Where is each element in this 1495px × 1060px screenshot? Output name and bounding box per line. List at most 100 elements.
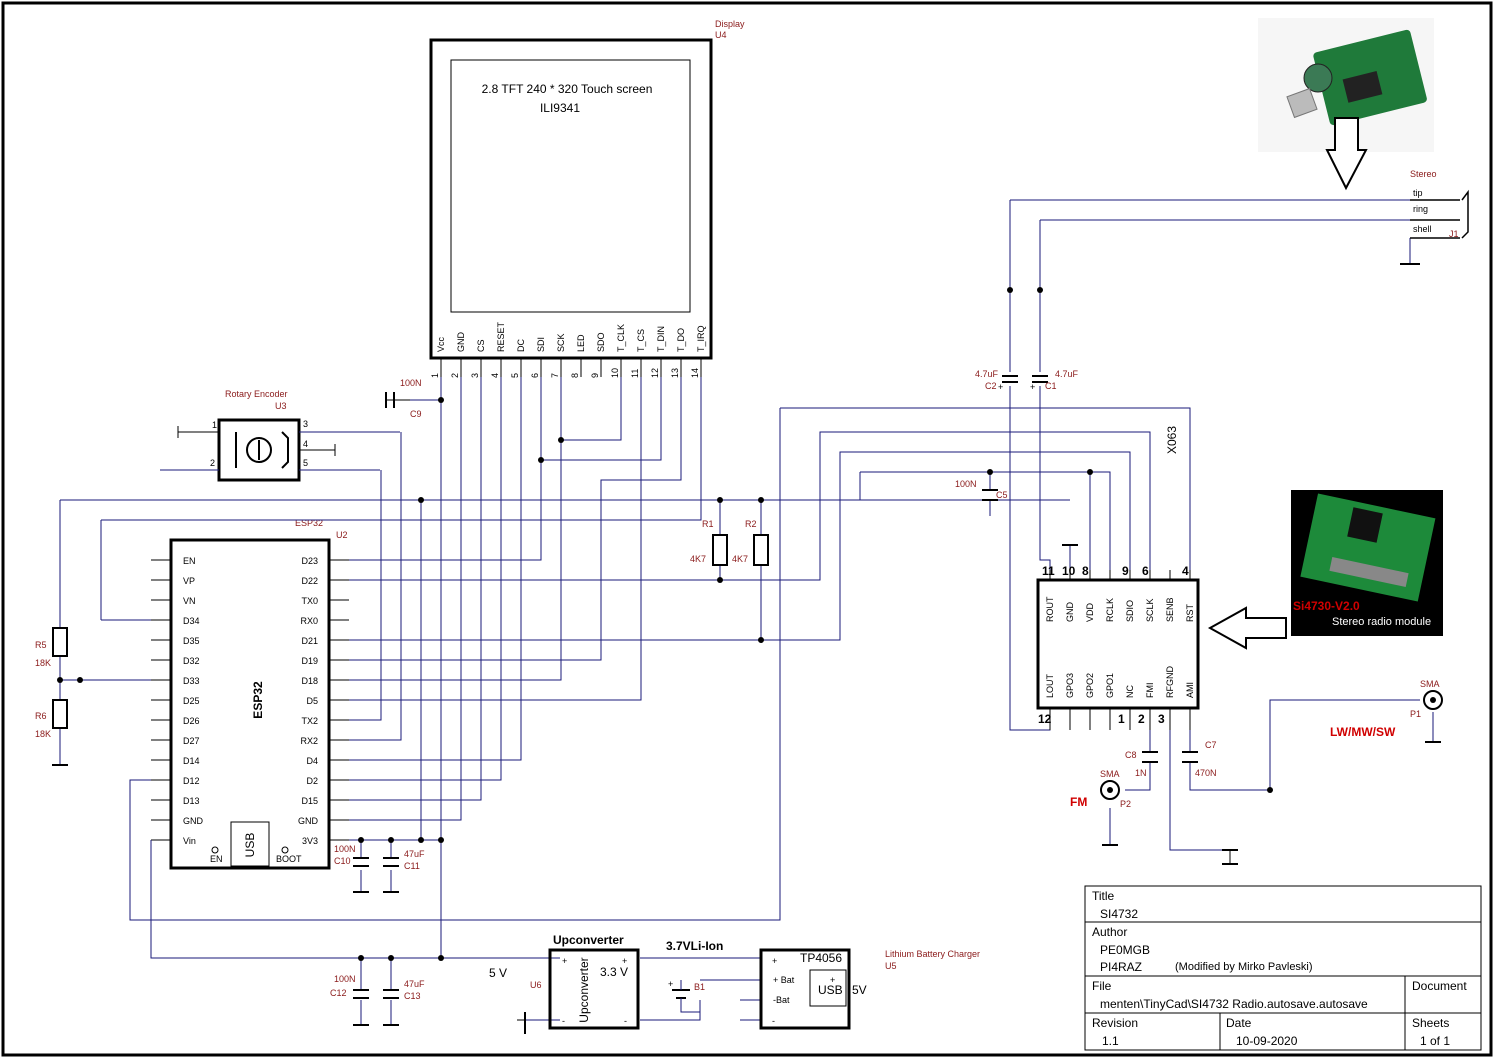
esp32-left-pin: VP xyxy=(183,576,195,586)
p2-name: SMA xyxy=(1100,769,1120,779)
c12-value: 100N xyxy=(334,974,356,984)
radio-bottom-pin-label: FMI xyxy=(1145,683,1155,699)
c10-ref: C10 xyxy=(334,856,351,866)
tb-file-heading: File xyxy=(1092,979,1112,993)
esp32-right-pin: D4 xyxy=(306,756,318,766)
r5-resistor xyxy=(52,627,68,657)
upconverter-vout: 3.3 V xyxy=(600,965,628,979)
r2-value: 4K7 xyxy=(732,554,748,564)
tb-author-2: PI4RAZ xyxy=(1100,960,1142,974)
esp32-right-pin: D22 xyxy=(301,576,318,586)
p2-ref: P2 xyxy=(1120,799,1131,809)
tb-sheets: 1 of 1 xyxy=(1420,1034,1450,1048)
esp32-right-pin: TX0 xyxy=(301,596,318,606)
display-pin-number: 11 xyxy=(630,369,640,378)
display-pin-number: 12 xyxy=(650,368,660,378)
rotary-encoder: Rotary Encoder U3 1 2 3 4 5 xyxy=(160,389,400,482)
charger-ref: U5 xyxy=(885,961,897,971)
fm-antenna-icon xyxy=(1100,780,1120,800)
c7-ref: C7 xyxy=(1205,740,1217,750)
tb-revision: 1.1 xyxy=(1102,1034,1119,1048)
charger-title: TP4056 xyxy=(800,951,842,965)
upconverter-body-label: Upconverter xyxy=(577,957,591,1022)
esp32-right-pin: D23 xyxy=(301,556,318,566)
wires xyxy=(52,199,1441,1034)
c9-value: 100N xyxy=(400,378,422,388)
radio-bottom-pin-label: LOUT xyxy=(1045,673,1055,698)
radio-bottom-pin-label: GPO1 xyxy=(1105,673,1115,698)
radio-ref: X063 xyxy=(1165,426,1179,454)
radio-top-pin-label: RST xyxy=(1185,603,1195,622)
r1-resistor xyxy=(712,534,728,566)
down-arrow-icon xyxy=(1325,117,1368,191)
encoder-name: Rotary Encoder xyxy=(225,389,288,399)
svg-text:+: + xyxy=(830,975,835,985)
c9-ref: C9 xyxy=(410,409,422,419)
display-pins: Vcc1GND2CS3RESET4DC5SDI6SCK7LED8SDO9T_CL… xyxy=(430,321,706,378)
esp32-left-pin: D25 xyxy=(183,696,200,706)
display-screen xyxy=(450,59,691,313)
c1-value: 4.7uF xyxy=(1055,369,1079,379)
radio-top-pin-number: 11 xyxy=(1042,564,1055,578)
display-pin-label: GND xyxy=(456,332,466,353)
radio-bottom-pin-number: 3 xyxy=(1158,712,1165,726)
tb-title: SI4732 xyxy=(1100,907,1138,921)
display-pin-label: SCK xyxy=(556,333,566,352)
radio-bottom-pin-number: 12 xyxy=(1038,712,1052,726)
r1-value: 4K7 xyxy=(690,554,706,564)
radio-top-pin-number: 4 xyxy=(1182,564,1189,578)
tb-title-heading: Title xyxy=(1092,889,1115,903)
esp32-ref: U2 xyxy=(336,530,348,540)
esp32-right-pin: D18 xyxy=(301,676,318,686)
display-pin-number: 2 xyxy=(450,373,460,378)
display-name: Display xyxy=(715,19,745,29)
esp32-left-pin: GND xyxy=(183,816,204,826)
display-pin-number: 6 xyxy=(530,373,540,378)
jack-tip-label: tip xyxy=(1413,188,1423,198)
display-pin-label: T_DO xyxy=(676,328,686,352)
display-title: 2.8 TFT 240 * 320 Touch screen xyxy=(482,82,653,96)
radio-top-pin-label: RCLK xyxy=(1105,598,1115,622)
esp32-right-pin: D5 xyxy=(306,696,318,706)
radio-top-pin-number: 8 xyxy=(1082,564,1089,578)
radio-bottom-pin-number: 2 xyxy=(1138,712,1145,726)
charger-usb-voltage: 5V xyxy=(852,983,867,997)
encoder-pin-4: 4 xyxy=(303,439,308,449)
c8-ref: C8 xyxy=(1125,750,1137,760)
esp32-name: ESP32 xyxy=(295,518,323,528)
svg-text:+: + xyxy=(1030,382,1035,392)
tb-document-heading: Document xyxy=(1412,979,1467,993)
radio-bottom-pin-label: AMI xyxy=(1185,682,1195,698)
radio-bottom-pin-number: 1 xyxy=(1118,712,1125,726)
esp32-right-pin: RX2 xyxy=(300,736,318,746)
fm-band-label: FM xyxy=(1070,795,1087,809)
display-pin-label: T_CLK xyxy=(616,324,626,352)
radio-module-title: Si4730-V2.0 xyxy=(1293,599,1360,613)
left-arrow-icon xyxy=(1207,606,1287,650)
c10-value: 100N xyxy=(334,844,356,854)
esp32-left-pin: EN xyxy=(183,556,196,566)
radio-module-subtitle: Stereo radio module xyxy=(1332,616,1431,628)
display-ref: U4 xyxy=(715,30,727,40)
r6-value: 18K xyxy=(35,729,51,739)
encoder-ref: U3 xyxy=(275,401,287,411)
esp32-left-pin: D34 xyxy=(183,616,200,626)
stereo-jack: Stereo tip ring shell J1 xyxy=(1410,169,1469,239)
display-driver: ILI9341 xyxy=(540,101,580,115)
esp32-pins: ENVPVND34D35D32D33D25D26D27D14D12D13GNDV… xyxy=(151,556,349,846)
esp32-left-pin: Vin xyxy=(183,836,196,846)
esp32-right-pin: D2 xyxy=(306,776,318,786)
c7-value: 470N xyxy=(1195,768,1217,778)
boot-button-icon xyxy=(281,846,289,854)
esp32-right-pin: 3V3 xyxy=(302,836,318,846)
tb-revision-heading: Revision xyxy=(1092,1016,1138,1030)
jack-ref: J1 xyxy=(1449,229,1459,239)
display-pin-label: LED xyxy=(576,334,586,352)
power-section: Upconverter Upconverter 3.3 V + + - - 5 … xyxy=(489,933,980,1030)
radio-top-pin-label: VDD xyxy=(1085,602,1095,622)
svg-text:+: + xyxy=(562,956,567,966)
c13-value: 47uF xyxy=(404,979,425,989)
display-pin-number: 3 xyxy=(470,373,480,378)
charger-bat-plus: + Bat xyxy=(773,975,795,985)
